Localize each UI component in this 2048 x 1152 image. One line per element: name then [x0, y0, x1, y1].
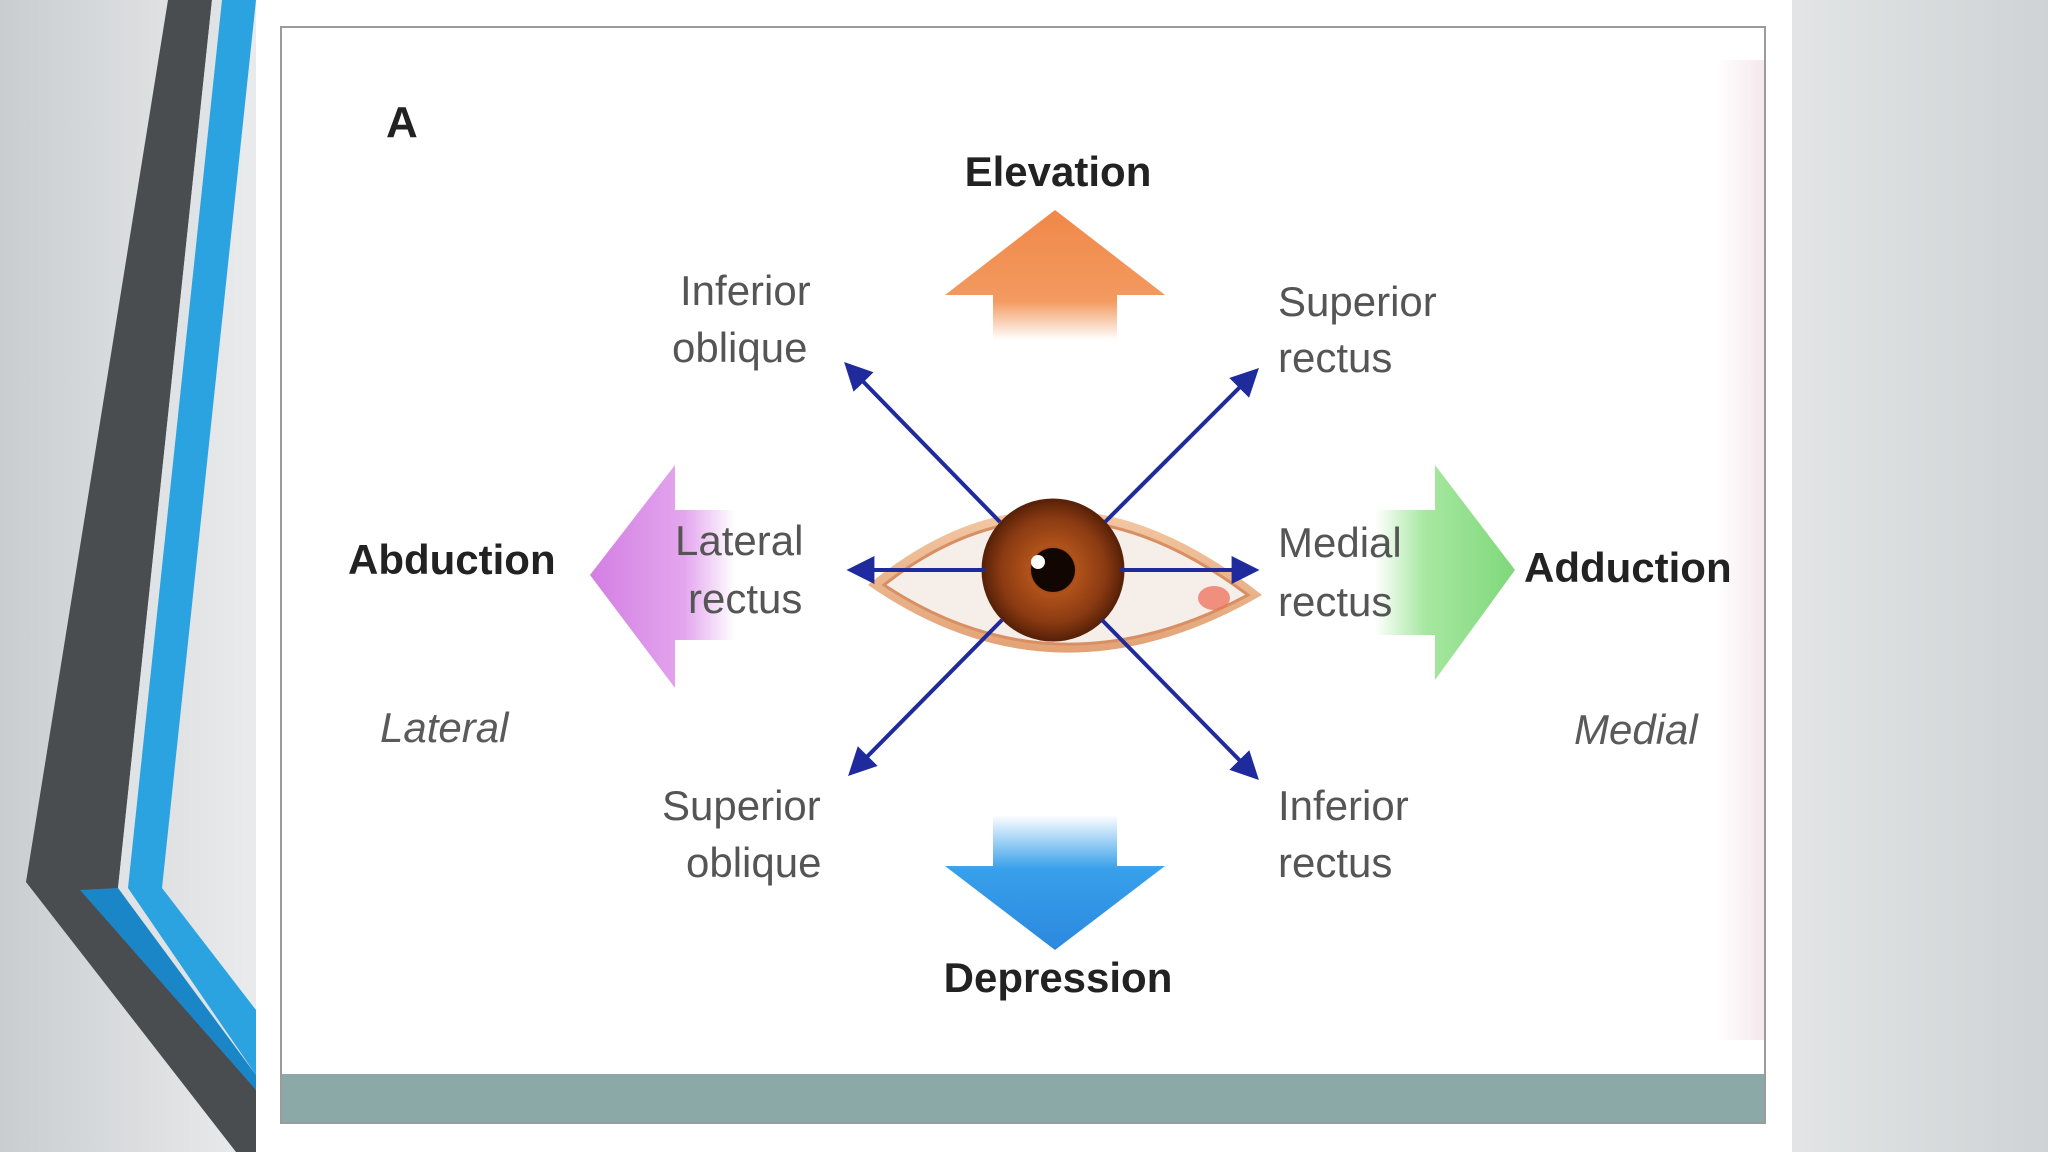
- inferior-rectus-label: Inferior rectus: [1278, 782, 1420, 886]
- panel-letter: A: [386, 98, 418, 147]
- eye-icon: [868, 498, 1262, 653]
- adduction-arrow: [1375, 465, 1515, 680]
- medial-rectus-label: Medial rectus: [1278, 519, 1413, 625]
- superior-rectus-action-arrow: [1103, 368, 1259, 524]
- abduction-label: Abduction: [348, 536, 556, 583]
- figure-footer-bar: [282, 1074, 1764, 1122]
- superior-oblique-action-arrow: [848, 618, 1004, 776]
- superior-oblique-label: Superior oblique: [662, 782, 832, 886]
- medial-side-label: Medial: [1574, 706, 1699, 753]
- elevation-arrow: [945, 210, 1165, 340]
- dark-chevron-stripe: [26, 0, 256, 1152]
- blue-chevron-lower: [80, 888, 256, 1090]
- adduction-label: Adduction: [1524, 544, 1732, 591]
- inferior-oblique-action-arrow: [844, 361, 1002, 524]
- superior-rectus-label: Superior rectus: [1278, 278, 1448, 381]
- depression-arrow: [945, 815, 1165, 950]
- depression-label: Depression: [944, 954, 1173, 1001]
- elevation-label: Elevation: [965, 148, 1152, 195]
- scan-edge-shadow: [1716, 60, 1764, 1040]
- lateral-side-label: Lateral: [380, 704, 510, 751]
- lateral-rectus-label: Lateral rectus: [675, 517, 815, 622]
- inferior-rectus-action-arrow: [1100, 618, 1259, 780]
- blue-chevron-stripe: [128, 0, 256, 1075]
- abduction-arrow: [590, 465, 735, 688]
- inferior-oblique-label: Inferior oblique: [672, 267, 822, 371]
